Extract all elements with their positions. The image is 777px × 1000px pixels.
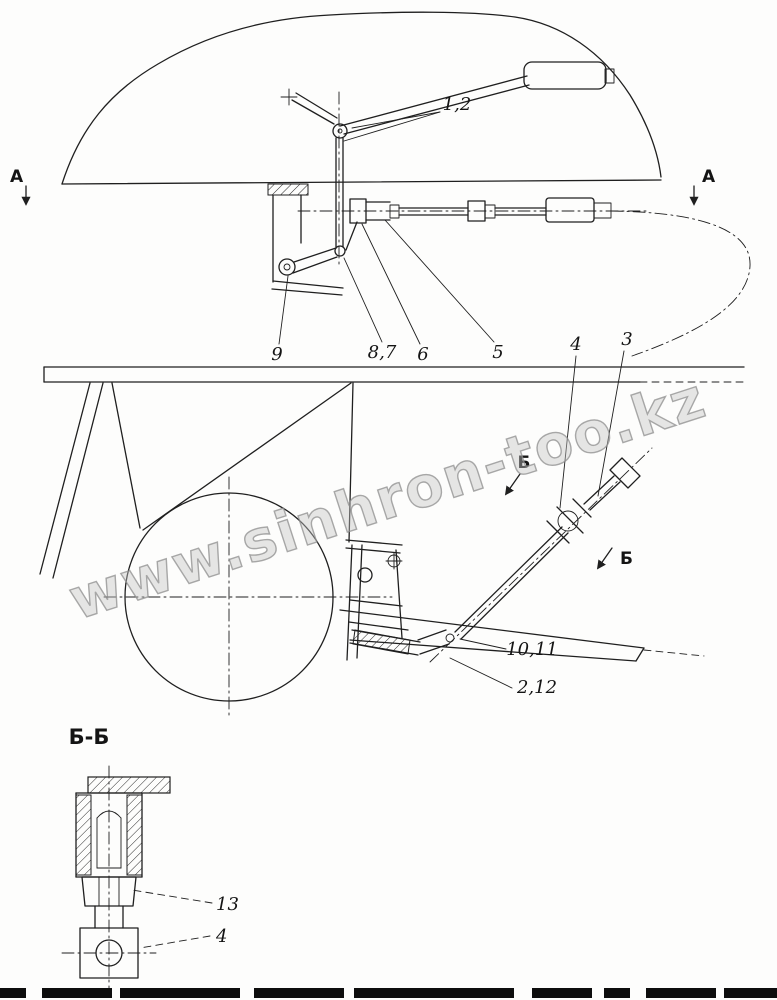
section-mark-b-lower: Б bbox=[596, 547, 633, 570]
upper-view-hood-linkage: А А 1,2 9 8,7 6 5 bbox=[10, 11, 751, 365]
section-label-b-lower: Б bbox=[620, 549, 633, 569]
hex-nut bbox=[81, 876, 137, 907]
watermark-text: www.sinhron-too.kz bbox=[61, 366, 714, 633]
horizontal-linkage bbox=[297, 197, 649, 224]
gear-lever bbox=[280, 61, 615, 139]
callout-2-12: 2,12 bbox=[516, 677, 557, 698]
axle-housing-circle bbox=[103, 476, 393, 718]
section-label-b-upper: Б bbox=[518, 453, 531, 473]
callout-8-7: 8,7 bbox=[368, 342, 397, 363]
section-label-a-right: А bbox=[702, 167, 716, 187]
lower-bracket bbox=[345, 539, 455, 661]
callout-9: 9 bbox=[271, 344, 282, 365]
cross-mark-icon bbox=[280, 88, 298, 106]
callout-1-2: 1,2 bbox=[443, 94, 472, 115]
callout-13: 13 bbox=[216, 894, 239, 915]
section-label-a-left: А bbox=[10, 167, 24, 187]
callout-4: 4 bbox=[569, 334, 581, 355]
section-arrow-icon bbox=[504, 473, 521, 496]
callout-4-section: 4 bbox=[215, 926, 227, 947]
lower-frame-rail bbox=[339, 609, 705, 662]
section-mark-b-upper: Б bbox=[504, 453, 531, 496]
lower-callouts: 4 3 10,11 2,12 bbox=[449, 329, 633, 698]
vertical-shift-rod bbox=[334, 91, 346, 269]
hood-base-line bbox=[61, 179, 662, 185]
lower-view-frame-rod: Б Б 4 3 10,11 2,12 bbox=[39, 329, 745, 718]
callout-6: 6 bbox=[417, 344, 428, 365]
callout-10-11: 10,11 bbox=[506, 639, 558, 660]
mounting-bracket bbox=[267, 183, 358, 296]
section-mark-a-left: А bbox=[10, 167, 31, 206]
section-mark-a-right: А bbox=[689, 167, 716, 206]
callout-3: 3 bbox=[621, 329, 632, 350]
section-arrow-icon bbox=[596, 547, 613, 570]
rod-end-block bbox=[61, 905, 157, 979]
section-view-bb: Б-Б bbox=[61, 725, 239, 989]
section-view-title: Б-Б bbox=[69, 725, 110, 749]
section-callouts: 13 4 bbox=[131, 889, 239, 949]
hood-outline bbox=[61, 11, 662, 185]
routing-centerline bbox=[610, 210, 751, 357]
callout-5: 5 bbox=[492, 342, 503, 363]
upper-callouts: 1,2 9 8,7 6 5 bbox=[271, 94, 503, 365]
